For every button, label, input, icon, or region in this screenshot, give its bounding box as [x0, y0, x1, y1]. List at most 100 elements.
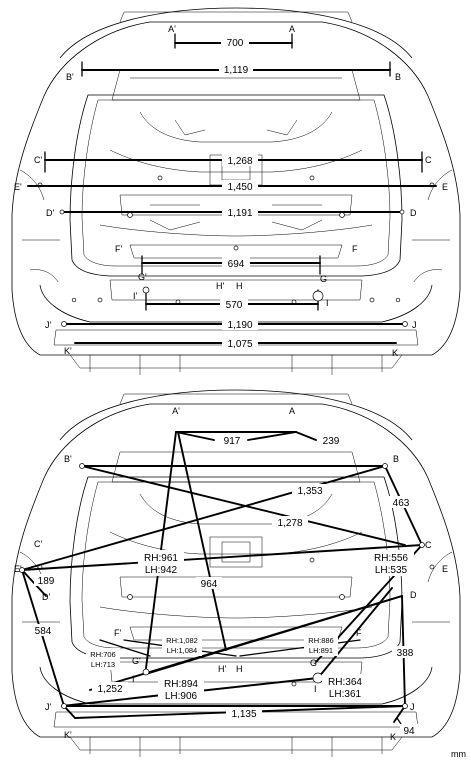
dim-value-584: 584 [35, 626, 52, 637]
point-label-d-left: D' [46, 208, 54, 218]
dim-line-917-a-prime [175, 431, 215, 441]
point-marker-i-right-b [312, 672, 324, 684]
dim-value-964: 964 [201, 579, 218, 590]
point-label-j-right-b: J [410, 702, 415, 712]
dim-value-d-i-rh: RH:894 [164, 679, 198, 690]
point-label-a: A [289, 24, 295, 34]
point-label-h-right-b: H [236, 664, 243, 674]
point-label-d-right-b: D [410, 590, 417, 600]
top-view: 700 1,119 1,268 1,450 1,191 694 570 1,19… [11, 7, 461, 375]
dim-value-239: 239 [323, 436, 340, 447]
point-label-j-left: J' [45, 320, 52, 330]
point-label-g-right: G [320, 274, 327, 284]
point-label-g-right-b: G [310, 658, 317, 668]
point-label-k-left: K' [64, 346, 72, 356]
point-label-j-left-b: J' [45, 702, 52, 712]
point-label-k-right: K [392, 348, 398, 358]
point-label-i-left: I' [133, 291, 138, 301]
dim-value-a-prime-g-rh: RH:961 [144, 553, 178, 564]
point-label-c-left-b: C' [34, 539, 42, 549]
dim-line-d-e-low [89, 595, 403, 691]
point-label-g-left: G' [138, 272, 147, 282]
dim-value-b-b: 1,119 [224, 65, 249, 76]
dim-value-d-d: 1,191 [227, 208, 252, 219]
point-label-e-right-b: E [442, 564, 448, 574]
dim-line-c-diag [21, 544, 423, 571]
dim-value-1135: 1,135 [231, 709, 256, 720]
point-label-a-prime-b: A' [172, 406, 180, 416]
point-label-k-left-b: K' [64, 730, 72, 740]
point-label-f-left: F' [115, 244, 122, 254]
point-marker-j-left-b [61, 703, 67, 709]
dim-value-917: 917 [224, 436, 241, 447]
point-label-g-left-b: G' [132, 656, 141, 666]
point-label-a-prime: A' [168, 24, 176, 34]
dim-value-e-e: 1,450 [227, 182, 252, 193]
bottom-body-outline [11, 389, 461, 757]
point-marker-d-right [399, 209, 405, 215]
dim-value-g-i-lh: LH:361 [329, 689, 362, 700]
point-label-h-right: H [236, 281, 243, 291]
dim-line-f-h-right [239, 639, 361, 657]
dim-line-b-right-to-e-left [21, 465, 386, 571]
dim-line-e-j [21, 569, 65, 707]
dim-value-g-g: 694 [228, 259, 245, 270]
point-label-i-right-b: I [314, 684, 317, 694]
point-label-d-right: D [410, 208, 417, 218]
dim-value-c-g-lh: LH:535 [375, 565, 408, 576]
dim-value-j-j: 1,190 [227, 320, 252, 331]
point-label-d-left-b: D' [42, 592, 50, 602]
point-label-i-right: I [326, 298, 329, 308]
dim-value-94: 94 [403, 726, 415, 737]
point-marker-c-right [419, 542, 425, 548]
dim-line-917-a [247, 431, 297, 441]
dim-value-1252: 1,252 [97, 684, 122, 695]
dim-value-d-i-lh: LH:906 [165, 691, 198, 702]
dim-line-a-prime-h [177, 431, 227, 651]
dim-line-f-g-left [99, 639, 151, 657]
dim-line-b-left-to-c-right [81, 465, 406, 546]
dim-line-239 [295, 431, 317, 441]
dim-value-g-i-rh: RH:364 [328, 677, 362, 688]
dim-value-f-h-rh: RH:1,082 [166, 636, 198, 645]
point-label-f-left-b: F' [114, 628, 121, 638]
dim-value-a-prime-g-lh: LH:942 [145, 565, 178, 576]
dim-value-a-a: 700 [227, 38, 244, 49]
point-label-e-left-b: E' [14, 564, 22, 574]
dim-value-1278: 1,278 [277, 518, 302, 529]
point-label-a-b: A [289, 406, 295, 416]
bottom-dimension-values: 917 239 1,353 463 1,278 RH:961 LH:942 96… [30, 434, 418, 737]
dim-value-i-i: 570 [226, 300, 243, 311]
point-label-i-left-b: I' [132, 674, 137, 684]
dim-value-c-c: 1,268 [227, 156, 252, 167]
point-label-h-left-b: H' [218, 664, 226, 674]
point-label-c-right: C [425, 155, 432, 165]
point-marker-b-left [79, 463, 85, 469]
point-marker-i-left-b [142, 668, 150, 676]
dim-value-f-g-rh: RH:706 [90, 650, 115, 659]
dim-value-k-k: 1,075 [227, 339, 252, 350]
dim-value-f-g-lh: LH:713 [91, 660, 115, 669]
point-marker-j-right [402, 321, 408, 327]
bottom-point-labels: A' A B' B C' C E' E D' D F' F G' G H' H … [14, 406, 448, 742]
point-marker-i-right [312, 290, 324, 302]
point-label-f-right: F [352, 244, 358, 254]
point-label-j-right: J [412, 320, 417, 330]
dim-value-463: 463 [393, 498, 410, 509]
point-label-k-right-b: K [390, 732, 396, 742]
point-label-e-left: E' [14, 182, 22, 192]
dim-value-f-h-right-rh: RH:886 [308, 636, 333, 645]
dim-value-1353: 1,353 [297, 486, 322, 497]
point-label-b-left: B' [66, 72, 74, 82]
dim-value-f-h-right-lh: LH:891 [309, 646, 333, 655]
dim-value-189: 189 [38, 576, 55, 587]
dim-line-j-k [393, 705, 406, 723]
point-marker-b-right [382, 463, 388, 469]
point-marker-i-left [142, 286, 150, 294]
dim-value-388: 388 [397, 648, 414, 659]
unit-label: mm [451, 749, 466, 759]
bottom-view: 917 239 1,353 463 1,278 RH:961 LH:942 96… [11, 389, 461, 757]
point-label-b-right-b: B [393, 454, 399, 464]
dim-value-c-g-rh: RH:556 [374, 553, 408, 564]
